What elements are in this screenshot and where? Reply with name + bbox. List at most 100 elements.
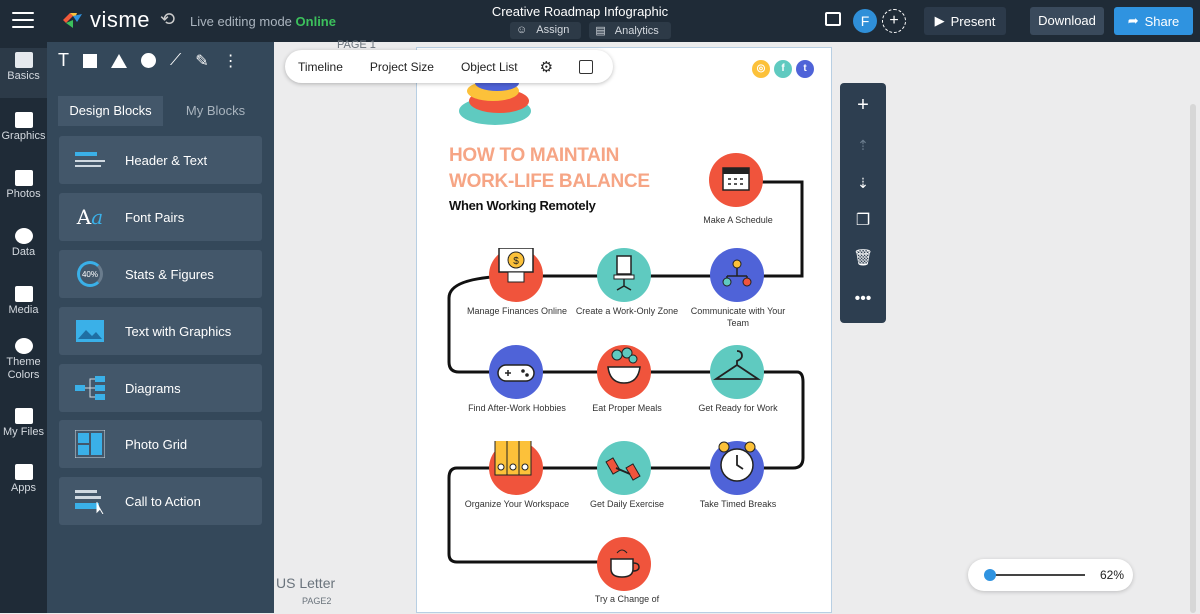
step-node-meals[interactable]: [597, 345, 651, 399]
step-label: Get Daily Exercise: [589, 499, 665, 509]
duplicate-page-icon[interactable]: ❐: [855, 212, 871, 229]
step-node-change[interactable]: [597, 537, 651, 591]
rail-item-data[interactable]: Data: [0, 228, 47, 258]
download-button[interactable]: Download: [1030, 7, 1104, 35]
tab-my-blocks[interactable]: My Blocks: [185, 103, 246, 118]
block-stats-figures[interactable]: 40% Stats & Figures: [59, 250, 262, 298]
graphics-icon: [14, 112, 33, 128]
zoom-slider-track[interactable]: [990, 574, 1085, 576]
infographic-subtitle[interactable]: When Working Remotely: [449, 198, 596, 213]
line-tool-icon[interactable]: ⟋: [170, 51, 182, 69]
block-label: Header & Text: [125, 152, 208, 168]
dumbbell-icon: [605, 457, 641, 481]
rail-item-graphics[interactable]: Graphics: [0, 112, 47, 142]
tab-design-blocks[interactable]: Design Blocks: [58, 96, 163, 126]
zoom-slider-handle[interactable]: [984, 569, 996, 581]
panel-tabs: Design Blocks My Blocks: [58, 96, 268, 126]
step-node-organize[interactable]: [489, 434, 543, 495]
rail-item-theme-colors[interactable]: Theme Colors: [0, 338, 47, 382]
step-node-hobbies[interactable]: [489, 345, 543, 399]
diagram-icon: [75, 376, 105, 400]
block-header-text[interactable]: Header & Text: [59, 136, 262, 184]
text-tool-icon[interactable]: T: [58, 50, 69, 70]
rail-item-photos[interactable]: Photos: [0, 170, 47, 200]
step-node-communicate[interactable]: [710, 248, 764, 302]
play-icon: ▶: [934, 13, 945, 28]
rail-item-apps[interactable]: Apps: [0, 464, 47, 494]
undo-icon[interactable]: ⟲: [160, 9, 176, 29]
image-icon: [75, 320, 105, 342]
rectangle-tool-icon[interactable]: [83, 53, 97, 68]
project-size-button[interactable]: Project Size: [369, 59, 434, 74]
step-node-work-zone[interactable]: [597, 248, 651, 302]
shapes-icon: [14, 52, 33, 68]
present-label: Present: [950, 13, 996, 29]
infographic-page[interactable]: [416, 47, 832, 613]
step-node-get-ready[interactable]: [710, 345, 764, 399]
palette-icon: [14, 338, 33, 354]
object-list-button[interactable]: Object List: [460, 59, 518, 74]
document-title[interactable]: Creative Roadmap Infographic: [491, 4, 669, 19]
title-line-1: HOW TO MAINTAIN: [449, 145, 619, 166]
rail-item-basics[interactable]: Basics: [0, 48, 47, 98]
step-node-finances[interactable]: $: [489, 247, 543, 302]
zoom-control: 62%: [968, 559, 1133, 591]
block-photo-grid[interactable]: Photo Grid: [59, 420, 262, 468]
instagram-icon: ◎: [752, 60, 770, 78]
step-node-schedule[interactable]: [709, 153, 763, 207]
find-icon[interactable]: [579, 59, 594, 74]
step-label: Organize Your Workspace: [464, 499, 570, 509]
step-label: Try a Change of: [594, 594, 660, 604]
step-node-breaks[interactable]: [710, 441, 764, 495]
step-node-exercise[interactable]: [597, 441, 651, 495]
page-size-label: US Letter: [276, 575, 336, 591]
top-bar: visme ⟲ Live editing mode Online Creativ…: [0, 0, 1200, 42]
canvas-scrollbar[interactable]: [1190, 104, 1196, 613]
title-line-2: WORK-LIFE BALANCE: [449, 171, 650, 192]
gamepad-icon: [497, 364, 535, 382]
assign-button[interactable]: ☺ Assign: [510, 22, 582, 39]
pie-chart-icon: [14, 228, 33, 244]
zoom-value: 62%: [1100, 568, 1125, 582]
header-text-icon: [75, 149, 105, 171]
delete-page-icon[interactable]: 🗑: [853, 250, 874, 267]
pencil-tool-icon[interactable]: ✎: [195, 52, 209, 70]
stats-gauge-icon: 40%: [75, 261, 105, 287]
share-button[interactable]: ➦ Share: [1114, 7, 1193, 35]
move-page-up-icon[interactable]: ⇡: [857, 137, 869, 153]
block-text-with-graphics[interactable]: Text with Graphics: [59, 307, 262, 355]
analytics-button[interactable]: ▤ Analytics: [589, 22, 671, 39]
call-to-action-icon: [75, 490, 105, 514]
rail-item-media[interactable]: Media: [0, 286, 47, 316]
share-arrow-icon: ➦: [1127, 13, 1139, 28]
menu-icon[interactable]: [12, 12, 34, 28]
circle-tool-icon[interactable]: [141, 53, 156, 68]
step-label: Find After-Work Hobbies: [468, 403, 566, 413]
visme-logo[interactable]: visme: [60, 7, 150, 32]
coffee-cup-icon: [610, 549, 640, 578]
settings-gear-icon[interactable]: ⚙: [539, 58, 554, 76]
triangle-tool-icon[interactable]: [111, 53, 127, 68]
more-tools-icon[interactable]: ⋮: [222, 52, 239, 70]
mode-label: Live editing mode: [190, 14, 292, 29]
timeline-button[interactable]: Timeline: [298, 59, 343, 74]
present-button[interactable]: ▶ Present: [924, 7, 1006, 35]
block-call-to-action[interactable]: Call to Action: [59, 477, 262, 525]
block-diagrams[interactable]: Diagrams: [59, 364, 262, 412]
move-page-down-icon[interactable]: ⇣: [857, 175, 869, 191]
apps-grid-icon: [14, 464, 33, 480]
block-label: Photo Grid: [125, 436, 188, 452]
comments-icon[interactable]: [825, 12, 841, 26]
rail-item-my-files[interactable]: My Files: [0, 408, 47, 438]
salad-bowl-icon: [607, 347, 641, 384]
step-label: Eat Proper Meals: [592, 403, 662, 413]
photo-icon: [14, 170, 33, 186]
infographic-title[interactable]: HOW TO MAINTAIN WORK-LIFE BALANCE: [449, 143, 650, 195]
more-options-icon[interactable]: •••: [854, 290, 872, 307]
add-collaborator-icon[interactable]: +: [882, 9, 906, 33]
add-page-icon[interactable]: +: [857, 94, 869, 116]
photo-grid-icon: [75, 430, 105, 458]
rail-label: Photos: [6, 188, 41, 200]
avatar[interactable]: F: [853, 9, 877, 33]
